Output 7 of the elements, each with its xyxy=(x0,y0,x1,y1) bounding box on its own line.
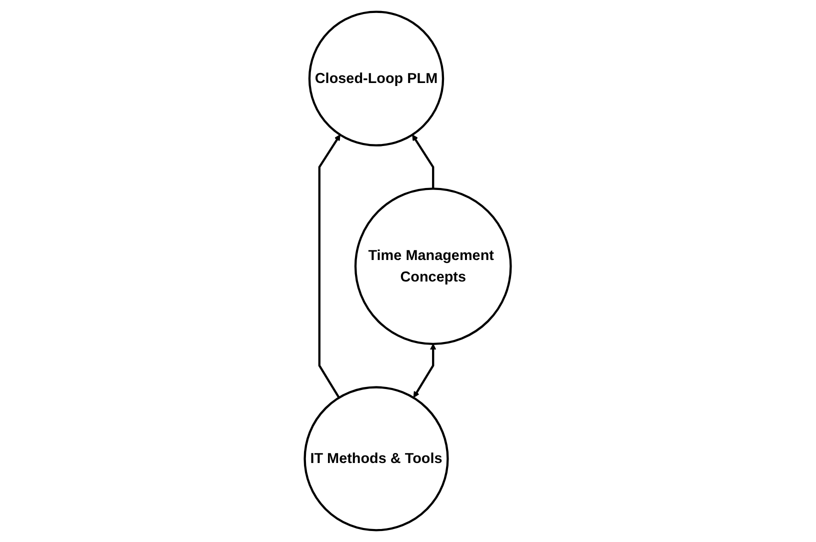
diagram: Closed-Loop PLM Time Management Concepts IT Methods & Tools xyxy=(299,6,517,536)
arrow xyxy=(318,134,341,398)
node-circle xyxy=(308,10,444,146)
node-circle xyxy=(304,386,450,532)
arrow xyxy=(414,344,437,398)
node-circle xyxy=(354,188,512,346)
arrow xyxy=(412,134,434,189)
